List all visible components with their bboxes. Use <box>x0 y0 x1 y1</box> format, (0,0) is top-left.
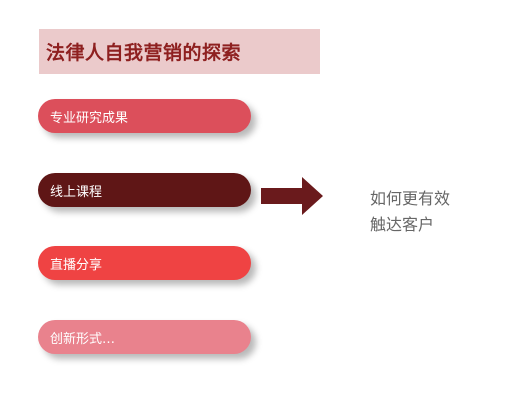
arrow-right-icon <box>261 177 323 215</box>
item-label: 直播分享 <box>50 257 103 273</box>
page-title: 法律人自我营销的探索 <box>46 42 242 64</box>
title-banner: 法律人自我营销的探索 <box>39 29 320 74</box>
item-online-courses: 线上课程 <box>38 173 251 207</box>
item-label: 创新形式… <box>50 331 116 347</box>
item-live-sharing: 直播分享 <box>38 246 251 280</box>
callout-line-1: 如何更有效 <box>370 189 451 208</box>
item-innovative-forms: 创新形式… <box>38 320 251 354</box>
callout-text: 如何更有效 触达客户 <box>370 186 490 238</box>
item-research-results: 专业研究成果 <box>38 99 251 133</box>
callout-line-2: 触达客户 <box>370 215 435 234</box>
arrow-shape <box>261 177 323 215</box>
item-label: 线上课程 <box>50 184 103 200</box>
item-label: 专业研究成果 <box>50 110 129 126</box>
